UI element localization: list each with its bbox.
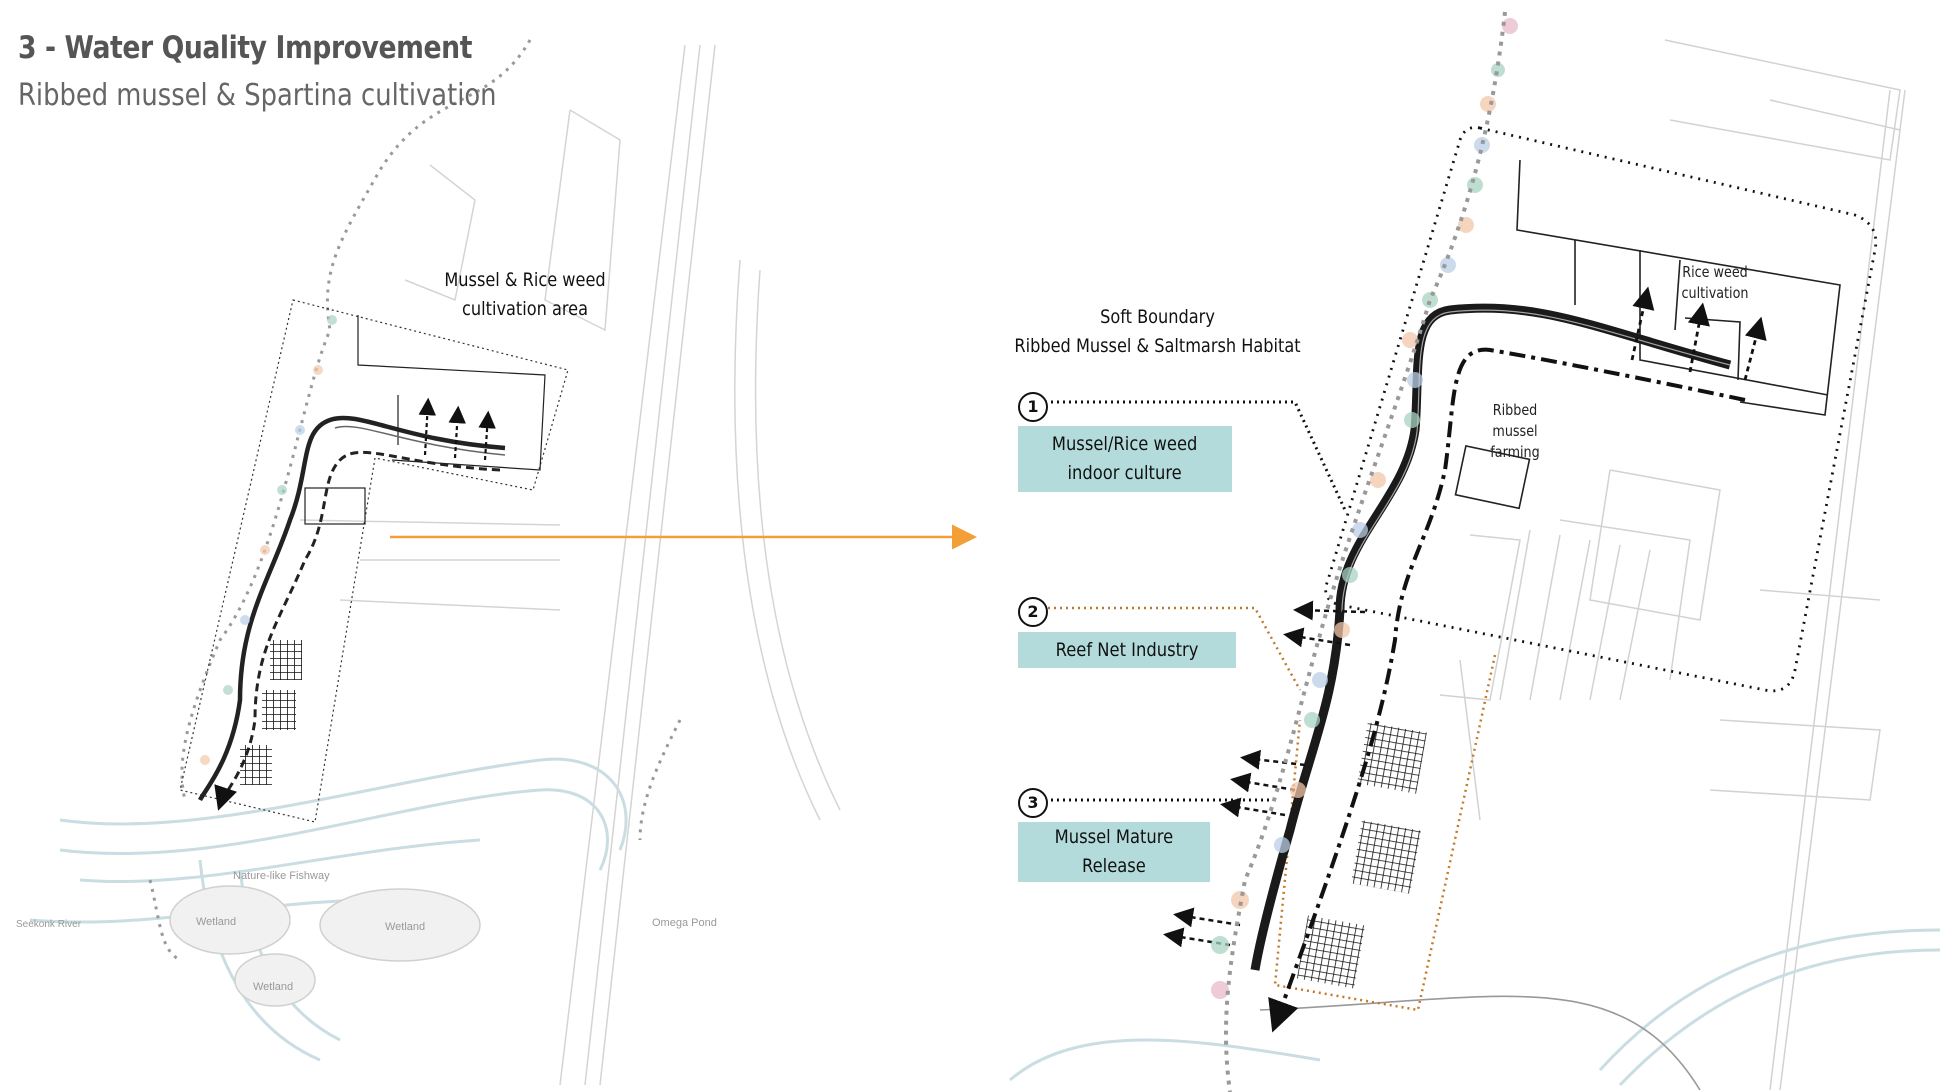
- step-2-label: Reef Net Industry: [1056, 636, 1199, 665]
- step-3-box: Mussel Mature Release: [1018, 822, 1210, 882]
- wetland-2-label: Wetland: [385, 921, 425, 933]
- page-title: 3 - Water Quality Improvement: [18, 30, 472, 66]
- right-net-grid-1: [1357, 722, 1427, 793]
- soft-boundary-header: Soft Boundary Ribbed Mussel & Saltmarsh …: [1002, 303, 1312, 361]
- right-curve: [1260, 996, 1700, 1090]
- step-1-number: 1: [1018, 392, 1048, 422]
- pond-label: Omega Pond: [652, 917, 717, 929]
- step-3-label: Mussel Mature Release: [1055, 823, 1174, 881]
- river-label: Seekonk River: [16, 919, 82, 930]
- left-net-grid-2: [262, 690, 296, 730]
- wetland-1-label: Wetland: [196, 916, 236, 928]
- left-net-grid-3: [240, 745, 272, 785]
- rice-weed-label: Rice weed cultivation: [1651, 262, 1779, 304]
- step-2-number: 2: [1018, 597, 1048, 627]
- fishway-label: Nature-like Fishway: [233, 870, 330, 882]
- left-dotted-shore: [150, 40, 680, 960]
- ribbed-mussel-label: Ribbed mussel farming: [1468, 400, 1562, 463]
- step-1-box: Mussel/Rice weed indoor culture: [1018, 426, 1232, 492]
- right-water: [1010, 930, 1940, 1085]
- step-3-number: 3: [1018, 788, 1048, 818]
- step-1-label: Mussel/Rice weed indoor culture: [1052, 430, 1198, 488]
- cultivation-area-label: Mussel & Rice weed cultivation area: [436, 266, 615, 324]
- right-net-grid-3: [1297, 915, 1365, 988]
- right-upward-arrows: [1632, 292, 1760, 380]
- step-2-box: Reef Net Industry: [1018, 632, 1236, 668]
- page-subtitle: Ribbed mussel & Spartina cultivation: [18, 78, 497, 113]
- right-basemap: [1440, 40, 1905, 1090]
- left-cultivation-boundary: [180, 300, 568, 822]
- left-net-grid-1: [270, 640, 302, 680]
- wetland-3-label: Wetland: [253, 981, 293, 993]
- right-net-grid-2: [1351, 820, 1421, 893]
- right-cultivation-boundary: [1326, 128, 1876, 691]
- left-wetlands: [170, 886, 480, 1006]
